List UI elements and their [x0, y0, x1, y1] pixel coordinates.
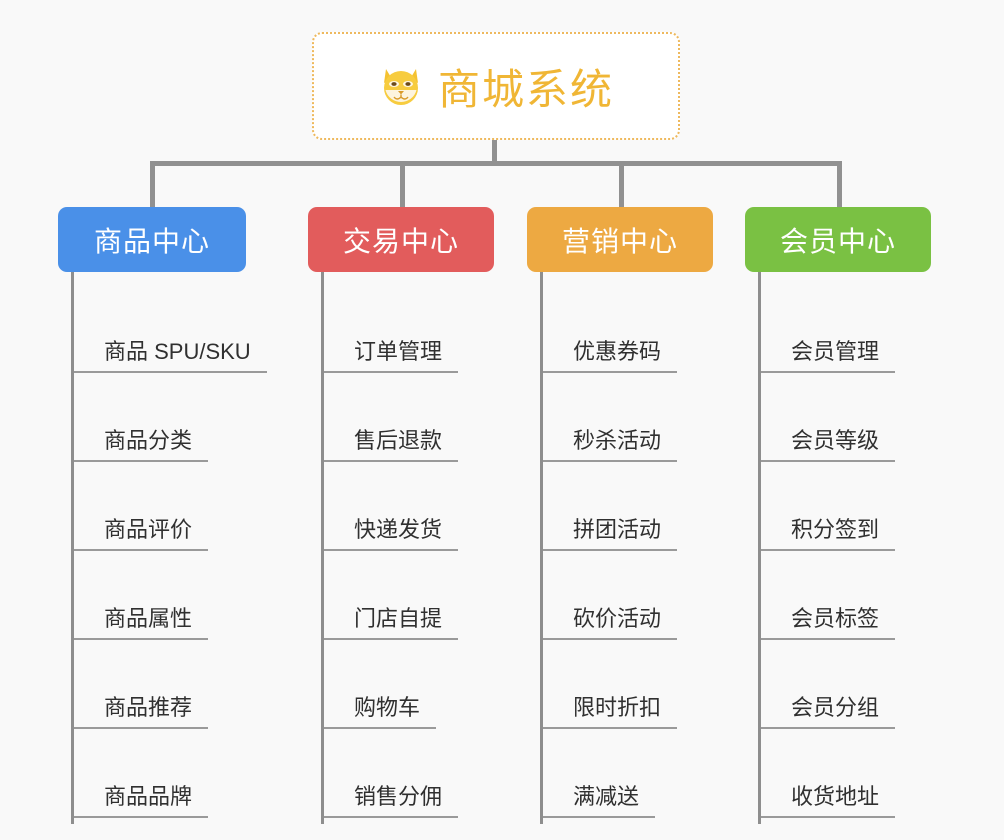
list-item[interactable]: 会员分组 — [761, 640, 931, 729]
list-item[interactable]: 商品属性 — [74, 551, 246, 640]
leaf-label: 商品推荐 — [74, 695, 209, 729]
category-header-1[interactable]: 商品中心 — [58, 207, 246, 272]
leaf-label: 秒杀活动 — [543, 428, 678, 462]
root-node[interactable]: 商城系统 — [312, 32, 680, 140]
connector-drop-4 — [837, 161, 842, 207]
leaf-label: 优惠券码 — [543, 339, 678, 373]
list-item[interactable]: 快递发货 — [324, 462, 494, 551]
leaf-label: 商品 SPU/SKU — [74, 339, 267, 373]
list-item[interactable]: 砍价活动 — [543, 551, 713, 640]
leaf-label: 满减送 — [543, 784, 656, 818]
leaf-label: 订单管理 — [324, 339, 459, 373]
leaf-label: 商品品牌 — [74, 784, 209, 818]
connector-drop-1 — [150, 161, 155, 207]
leaf-list-2: 订单管理 售后退款 快递发货 门店自提 购物车 销售分佣 — [321, 272, 494, 824]
leaf-label: 砍价活动 — [543, 606, 678, 640]
list-item[interactable]: 积分签到 — [761, 462, 931, 551]
list-item[interactable]: 门店自提 — [324, 551, 494, 640]
list-item[interactable]: 会员等级 — [761, 373, 931, 462]
leaf-label: 积分签到 — [761, 517, 896, 551]
leaf-list-4: 会员管理 会员等级 积分签到 会员标签 会员分组 收货地址 — [758, 272, 931, 824]
category-header-4[interactable]: 会员中心 — [745, 207, 931, 272]
leaf-label: 拼团活动 — [543, 517, 678, 551]
leaf-label: 快递发货 — [324, 517, 459, 551]
shiba-dog-face-icon — [378, 63, 424, 109]
leaf-label: 收货地址 — [761, 784, 896, 818]
branch-column-2: 交易中心 订单管理 售后退款 快递发货 门店自提 购物车 销售分佣 — [308, 207, 494, 824]
list-item[interactable]: 商品 SPU/SKU — [74, 284, 267, 373]
list-item[interactable]: 优惠券码 — [543, 284, 713, 373]
connector-drop-3 — [619, 161, 624, 207]
leaf-label: 商品评价 — [74, 517, 209, 551]
category-label-3: 营销中心 — [561, 225, 678, 257]
list-item[interactable]: 秒杀活动 — [543, 373, 713, 462]
leaf-list-1: 商品 SPU/SKU 商品分类 商品评价 商品属性 商品推荐 商品品牌 — [71, 272, 267, 824]
leaf-label: 会员分组 — [761, 695, 896, 729]
branch-column-3: 营销中心 优惠券码 秒杀活动 拼团活动 砍价活动 限时折扣 满减送 — [527, 207, 713, 824]
leaf-label: 会员标签 — [761, 606, 896, 640]
leaf-label: 限时折扣 — [543, 695, 678, 729]
list-item[interactable]: 会员标签 — [761, 551, 931, 640]
branch-column-1: 商品中心 商品 SPU/SKU 商品分类 商品评价 商品属性 商品推荐 商品品牌 — [58, 207, 267, 824]
list-item[interactable]: 订单管理 — [324, 284, 494, 373]
leaf-label: 销售分佣 — [324, 784, 459, 818]
leaf-label: 商品分类 — [74, 428, 209, 462]
category-label-2: 交易中心 — [342, 225, 459, 257]
list-item[interactable]: 满减送 — [543, 729, 713, 818]
leaf-label: 会员管理 — [761, 339, 896, 373]
connector-drop-2 — [400, 161, 405, 207]
category-label-1: 商品中心 — [93, 225, 210, 257]
category-label-4: 会员中心 — [779, 225, 896, 257]
leaf-label: 商品属性 — [74, 606, 209, 640]
list-item[interactable]: 售后退款 — [324, 373, 494, 462]
connector-root-stem — [492, 140, 497, 164]
list-item[interactable]: 商品推荐 — [74, 640, 246, 729]
category-header-2[interactable]: 交易中心 — [308, 207, 494, 272]
root-title: 商城系统 — [437, 65, 614, 113]
leaf-label: 门店自提 — [324, 606, 459, 640]
list-item[interactable]: 限时折扣 — [543, 640, 713, 729]
branch-column-4: 会员中心 会员管理 会员等级 积分签到 会员标签 会员分组 收货地址 — [745, 207, 931, 824]
list-item[interactable]: 商品品牌 — [74, 729, 246, 818]
list-item[interactable]: 商品分类 — [74, 373, 246, 462]
list-item[interactable]: 购物车 — [324, 640, 494, 729]
list-item[interactable]: 收货地址 — [761, 729, 931, 818]
leaf-label: 售后退款 — [324, 428, 459, 462]
connector-horizontal-bus — [150, 161, 842, 166]
category-header-3[interactable]: 营销中心 — [527, 207, 713, 272]
leaf-list-3: 优惠券码 秒杀活动 拼团活动 砍价活动 限时折扣 满减送 — [540, 272, 713, 824]
list-item[interactable]: 拼团活动 — [543, 462, 713, 551]
list-item[interactable]: 会员管理 — [761, 284, 931, 373]
list-item[interactable]: 商品评价 — [74, 462, 246, 551]
leaf-label: 会员等级 — [761, 428, 896, 462]
list-item[interactable]: 销售分佣 — [324, 729, 494, 818]
leaf-label: 购物车 — [324, 695, 437, 729]
